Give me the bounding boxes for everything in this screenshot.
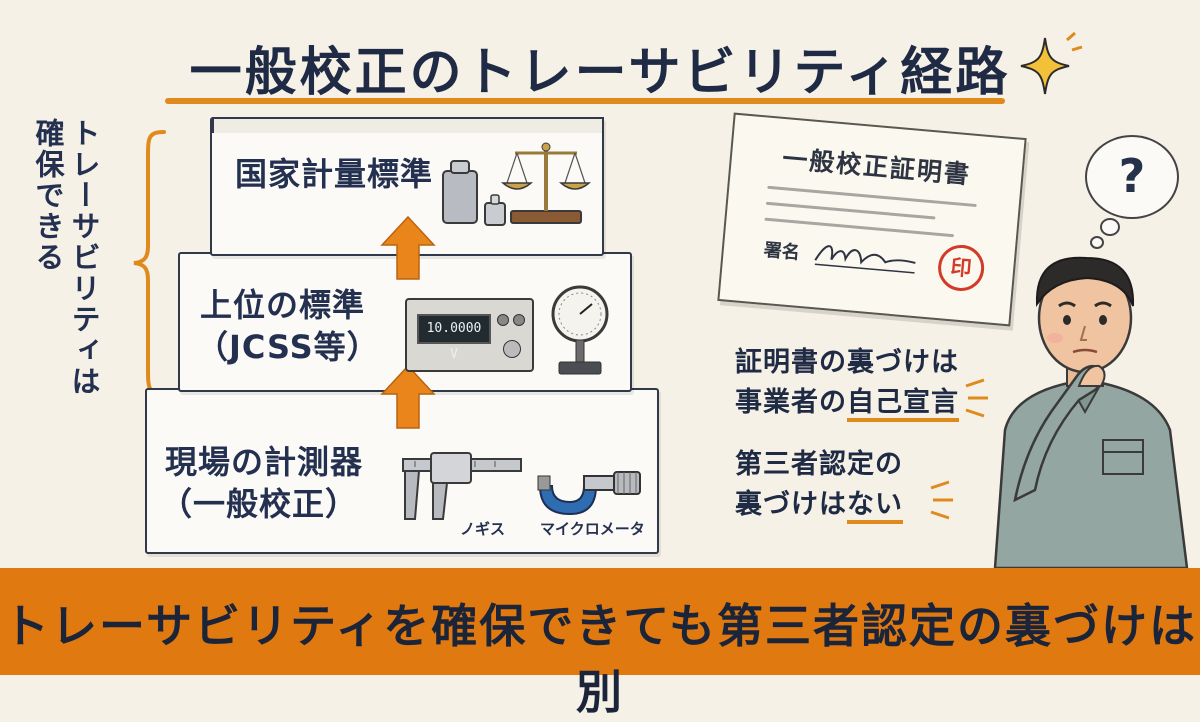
- step-label-field-2: （一般校正）: [160, 485, 359, 523]
- micrometer-label: マイクロメータ: [540, 520, 645, 538]
- voltage-standard-device: 10.0000 V: [405, 298, 534, 372]
- thought-bubble: ?: [1085, 135, 1179, 219]
- certificate-sign-label: 署名: [762, 239, 801, 264]
- emphasis-marks-icon: [965, 378, 988, 418]
- highlight-self-declaration: 自己宣言: [847, 387, 959, 422]
- side-label: トレーサビリティは確保できる: [31, 118, 101, 397]
- dial-gauge-icon: [551, 285, 609, 375]
- highlight-none: ない: [847, 489, 903, 524]
- worker-person-icon: [993, 256, 1189, 568]
- step-top-face: [212, 117, 604, 133]
- sparkle-icon: [1020, 31, 1083, 95]
- step-label-upper-1: 上位の標準: [200, 286, 366, 324]
- certificate-text-line: [765, 201, 936, 220]
- certificate-text-line: [764, 217, 955, 238]
- question-mark: ?: [1118, 149, 1146, 203]
- step-label-national: 国家計量標準: [235, 155, 434, 193]
- step-label-upper-2: （JCSS等）: [196, 328, 380, 366]
- thought-bubble-dot: [1100, 218, 1120, 236]
- note-no-third-party: 第三者認定の 裏づけはない: [735, 445, 903, 525]
- curly-brace: [133, 130, 166, 396]
- emphasis-marks-icon: [930, 480, 953, 520]
- banner-text: トレーサビリティを確保できても第三者認定の裏づけは別: [2, 599, 1198, 719]
- step-label-field-1: 現場の計測器: [165, 443, 364, 481]
- caliper-icon: [402, 452, 522, 520]
- arrow-up-icon: [380, 364, 436, 429]
- thought-bubble-dot: [1090, 236, 1104, 249]
- calibration-certificate: 一般校正証明書 署名 印: [717, 112, 1027, 327]
- note2-line1: 第三者認定の: [735, 449, 903, 480]
- title-underline: [165, 98, 1005, 104]
- note-self-declaration: 証明書の裏づけは 事業者の自己宣言: [735, 343, 959, 423]
- note1-line2: 事業者の自己宣言: [735, 383, 959, 423]
- signature-icon: [814, 245, 916, 274]
- caliper-label: ノギス: [460, 520, 506, 538]
- weights-balance-icon: [442, 142, 592, 226]
- device-display: 10.0000 V: [417, 314, 491, 362]
- note2-line2: 裏づけはない: [735, 485, 903, 525]
- micrometer-icon: [537, 471, 641, 516]
- arrow-up-icon: [380, 215, 436, 280]
- summary-banner: トレーサビリティを確保できても第三者認定の裏づけは別: [0, 568, 1200, 719]
- page-title: 一般校正のトレーサビリティ経路: [189, 43, 1011, 103]
- note1-line1: 証明書の裏づけは: [735, 347, 959, 378]
